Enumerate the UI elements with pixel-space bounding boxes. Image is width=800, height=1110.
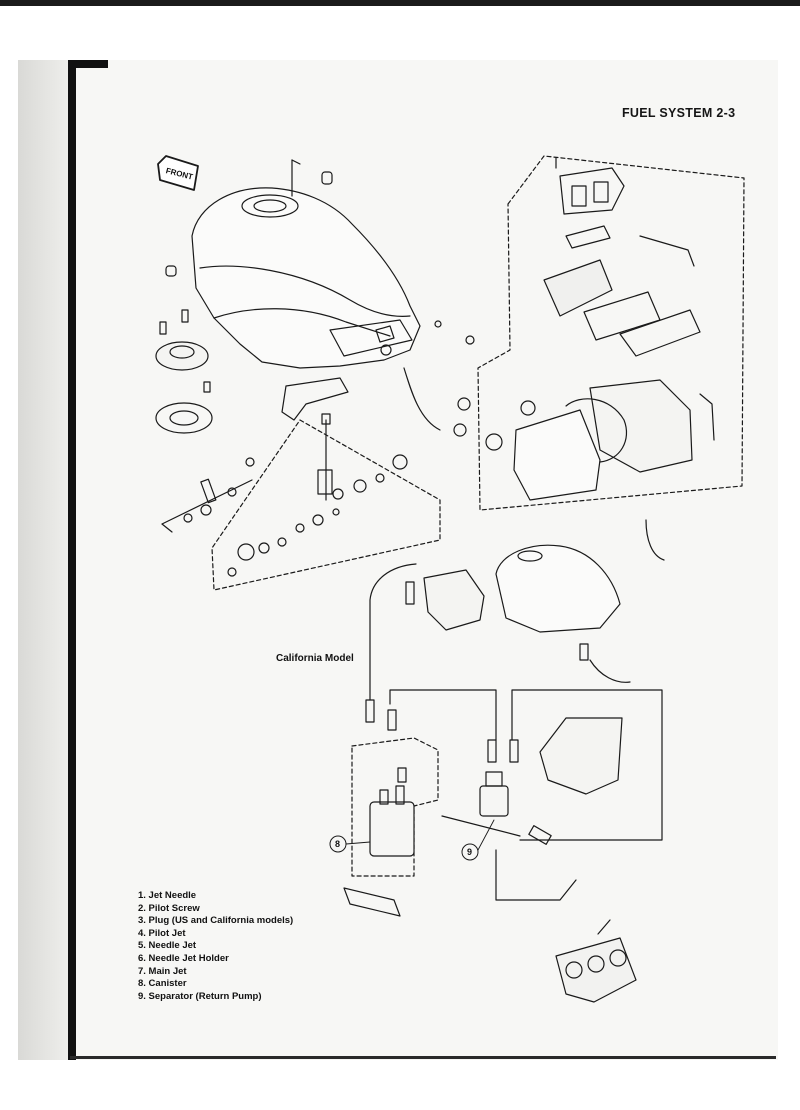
canister-strap <box>343 887 401 917</box>
legend-item: 4. Pilot Jet <box>138 927 186 939</box>
legend-item: 6. Needle Jet Holder <box>138 952 229 964</box>
legend-item: 3. Plug (US and California models) <box>138 915 294 927</box>
page-binding-cap <box>68 60 108 68</box>
legend-item: 2. Pilot Screw <box>138 902 200 914</box>
separator <box>441 771 552 845</box>
tank-bracket <box>281 377 349 421</box>
viewer-top-bar <box>0 0 800 6</box>
page-header-title: FUEL SYSTEM 2-3 <box>622 106 736 120</box>
hose-joint <box>365 699 375 723</box>
canister <box>369 767 415 857</box>
legend-item: 7. Main Jet <box>138 965 187 977</box>
legend-item: 9. Separator (Return Pump) <box>138 990 262 1002</box>
callout-9-marker <box>461 843 479 861</box>
fuel-tank <box>191 159 421 369</box>
rubber-damper <box>321 171 333 185</box>
canister-group <box>351 737 439 877</box>
parts-legend: 1. Jet Needle 2. Pilot Screw 3. Plug (US… <box>138 890 293 1003</box>
callout-9-number: 9 <box>467 847 472 857</box>
drain-hose <box>403 367 441 431</box>
vapor-hoses <box>369 563 663 901</box>
front-arrow-icon: FRONT <box>157 155 199 191</box>
manual-page <box>18 60 778 1060</box>
page-binding-edge <box>68 62 76 1060</box>
legend-item: 1. Jet Needle <box>138 890 197 901</box>
carburetor-parts-group <box>161 413 441 591</box>
canister-bracket <box>539 717 623 795</box>
callout-8-number: 8 <box>335 839 340 849</box>
page-gutter-shade <box>18 60 70 1060</box>
california-tank-assembly <box>405 544 621 661</box>
air-cleaner-group <box>453 155 745 561</box>
legend-item: 8. Canister <box>138 978 187 990</box>
fuel-cap-assembly <box>155 309 213 434</box>
legend-item: 5. Needle Jet <box>138 940 197 952</box>
california-model-label: California Model <box>276 653 354 664</box>
carburetor-assembly <box>555 919 637 1003</box>
page-bottom-rule <box>70 1056 776 1059</box>
